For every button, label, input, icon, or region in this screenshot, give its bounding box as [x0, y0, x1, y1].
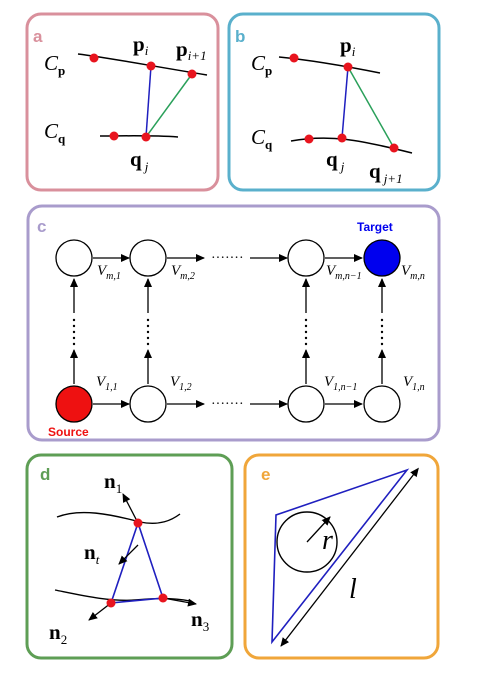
label-cq: Cq	[44, 119, 66, 146]
point-qj1	[389, 143, 399, 153]
node-source	[55, 385, 93, 423]
normal-n3	[162, 597, 197, 607]
length-arrow	[280, 467, 419, 647]
panel-d-frame	[25, 453, 234, 660]
triangle	[271, 468, 410, 645]
point-pi-minus1	[289, 53, 299, 63]
panel-a-letter: a	[33, 27, 43, 46]
node-target	[363, 239, 401, 277]
panel-a-frame	[25, 12, 220, 192]
point-bottom-left	[106, 598, 116, 608]
curve-cp	[77, 53, 208, 76]
green-edge-pi1-qj	[145, 73, 193, 138]
panel-c-frame	[26, 204, 441, 442]
point-qj	[337, 133, 347, 143]
point-qj	[141, 132, 151, 142]
triangle	[109, 520, 165, 604]
target-label: Target	[357, 220, 393, 234]
curve-top	[56, 511, 181, 524]
label-cp: Cp	[251, 51, 272, 78]
bottom-row-dots: ·······	[211, 397, 244, 412]
panel-e-letter: e	[261, 465, 270, 484]
point-pi	[146, 61, 156, 71]
label-n2: n2	[49, 620, 67, 647]
label-v12: V1,2	[170, 374, 192, 393]
label-l: l	[349, 574, 357, 605]
point-qj-minus1	[304, 134, 314, 144]
label-cq: Cq	[251, 125, 273, 152]
panel-b-letter: b	[235, 27, 245, 46]
blue-edge-pi-qj	[341, 66, 349, 139]
panel-b-frame	[227, 12, 441, 192]
panel-e-frame	[243, 453, 440, 660]
label-vmn1: Vm,n−1	[326, 263, 362, 282]
label-cp: Cp	[44, 51, 65, 78]
label-v1n1: V1,n−1	[324, 374, 357, 393]
node-mn1	[287, 239, 325, 277]
label-pi: pi	[133, 32, 149, 58]
node-m2	[129, 239, 167, 277]
curve-cq	[99, 135, 179, 138]
label-pi: pi	[340, 33, 356, 59]
panel-e: e r l	[243, 453, 440, 660]
normal-n1	[122, 493, 139, 524]
panel-c: c ······· ·······	[26, 204, 441, 442]
curve-cp	[278, 56, 381, 74]
node-1n1	[287, 385, 325, 423]
point-pi	[343, 62, 353, 72]
normal-nt	[118, 544, 139, 565]
node-1n	[363, 385, 401, 423]
node-m1	[55, 239, 93, 277]
point-pi1	[187, 69, 197, 79]
label-vm2: Vm,2	[171, 263, 195, 282]
source-label: Source	[48, 425, 89, 439]
node-12	[129, 385, 167, 423]
label-nt: nt	[84, 540, 100, 567]
point-qj-minus1	[109, 131, 119, 141]
label-vm1: Vm,1	[97, 263, 121, 282]
vertical-dots	[72, 318, 384, 346]
point-top	[133, 518, 143, 528]
blue-edge-pi-qj	[145, 65, 152, 138]
label-n1: n1	[104, 469, 122, 496]
point-pi-minus1	[89, 53, 99, 63]
label-pi1: pi+1	[176, 37, 207, 63]
panel-d: d n1 nt n2 n3	[25, 453, 234, 660]
normal-n2	[88, 602, 112, 621]
label-vmn: Vm,n	[401, 263, 425, 282]
green-edge-pi-qj1	[347, 66, 395, 149]
panel-d-letter: d	[40, 465, 50, 484]
label-v11: V1,1	[96, 374, 118, 393]
label-v1n: V1,n	[403, 374, 425, 393]
point-bottom-right	[158, 593, 168, 603]
label-r: r	[322, 525, 333, 556]
panel-c-letter: c	[37, 217, 46, 236]
top-row-dots: ·······	[211, 251, 244, 266]
label-n3: n3	[191, 607, 209, 634]
